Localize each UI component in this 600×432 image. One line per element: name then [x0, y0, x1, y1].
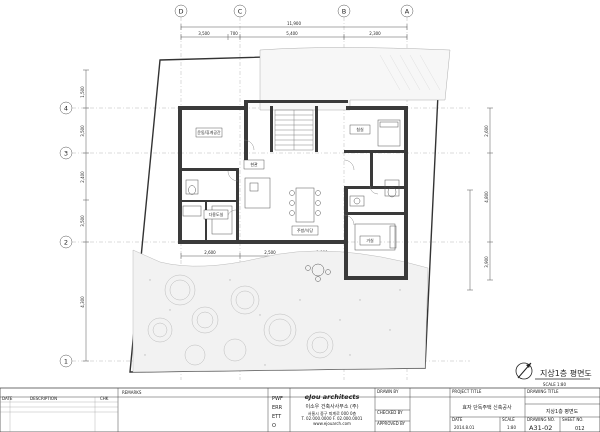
dimension-top-segments: 3,500 700 5,400 2,300	[180, 31, 408, 40]
room-tag-exercise: 운동/휴게공간	[195, 127, 223, 138]
remarks-label: REMARKS	[122, 390, 142, 395]
svg-text:C: C	[238, 8, 243, 16]
svg-text:현관: 현관	[250, 161, 258, 167]
svg-text:DRAWING NO.: DRAWING NO.	[527, 417, 555, 422]
svg-text:2: 2	[64, 239, 68, 247]
svg-text:DRAWING TITLE: DRAWING TITLE	[527, 389, 559, 394]
grid-row-3: 3	[59, 146, 470, 160]
svg-text:PROJECT TITLE: PROJECT TITLE	[452, 389, 482, 394]
room-tag-bedroom-upper: 침실	[349, 124, 371, 135]
svg-text:ERR: ERR	[272, 405, 283, 411]
room-tag-kitchen: 주방/식당	[291, 225, 319, 236]
firm-info: eJou architects 이소우 건축사사무소 (주) 서울시 중구 퇴계…	[301, 393, 363, 426]
title-block	[0, 387, 600, 432]
svg-text:APPROVED BY: APPROVED BY	[377, 421, 406, 426]
svg-text:012: 012	[575, 426, 585, 432]
dimension-right-segments: 2,600 4,800 3,900	[467, 107, 493, 291]
stair	[274, 109, 314, 151]
svg-text:4,300: 4,300	[80, 296, 85, 308]
svg-text:ETT: ETT	[272, 414, 282, 420]
svg-text:2,500: 2,500	[264, 250, 276, 255]
svg-text:거실: 거실	[366, 237, 374, 243]
approval-fields: DRAWN BY CHECKED BY APPROVED BY	[377, 389, 406, 426]
svg-text:2,400: 2,400	[80, 171, 85, 183]
drawing-info: DRAWING TITLE 지상1층 평면도 DRAWING NO. A31-0…	[527, 389, 585, 432]
room-tag-living: 거실	[359, 235, 381, 246]
svg-text:주방/식당: 주방/식당	[297, 227, 313, 233]
svg-text:11,900: 11,900	[287, 21, 301, 26]
svg-text:침실: 침실	[356, 126, 364, 132]
svg-text:2,300: 2,300	[369, 31, 381, 36]
svg-text:PWF: PWF	[272, 396, 283, 402]
svg-text:A: A	[405, 8, 410, 16]
drawing-title: 지상1층 평면도	[540, 368, 592, 378]
svg-text:SHEET NO.: SHEET NO.	[562, 417, 584, 422]
svg-text:2014.8.01: 2014.8.01	[454, 425, 475, 430]
svg-text:4: 4	[64, 105, 68, 113]
svg-text:지상1층 평면도: 지상1층 평면도	[546, 408, 579, 415]
landscape-area	[132, 249, 429, 373]
upper-deck	[259, 47, 451, 111]
svg-text:1,500: 1,500	[80, 86, 85, 98]
room-tag-entrance: 현관	[243, 159, 265, 170]
project-info: PROJECT TITLE 효자 단독주택 신축공사 DATE 2014.8.0…	[452, 389, 516, 430]
svg-text:CHECKED BY: CHECKED BY	[377, 410, 403, 415]
room-tag-utility: 다용도실	[203, 209, 229, 220]
svg-text:700: 700	[230, 31, 238, 36]
svg-text:3: 3	[64, 150, 68, 158]
svg-text:T. 02.000.0000 F. 02.000.0001: T. 02.000.0000 F. 02.000.0001	[301, 416, 363, 421]
svg-text:www.ejouarch.com: www.ejouarch.com	[313, 421, 351, 426]
svg-text:운동/휴게공간: 운동/휴게공간	[197, 129, 221, 135]
svg-text:A31-02: A31-02	[529, 424, 552, 432]
svg-text:3,900: 3,900	[484, 256, 489, 268]
furniture	[182, 119, 401, 282]
svg-text:1: 1	[64, 358, 68, 366]
svg-text:이소우 건축사사무소 (주): 이소우 건축사사무소 (주)	[305, 403, 358, 410]
svg-text:B: B	[342, 8, 346, 16]
svg-text:효자 단독주택 신축공사: 효자 단독주택 신축공사	[462, 404, 512, 411]
stamp-text: PWF ERR ETT O	[272, 396, 283, 429]
svg-text:O: O	[272, 423, 276, 429]
grid-column-c: C	[233, 4, 247, 380]
svg-text:3,500: 3,500	[80, 125, 85, 137]
svg-text:SCALE: SCALE	[502, 417, 515, 422]
svg-text:2,600: 2,600	[484, 125, 489, 137]
svg-text:다용도실: 다용도실	[209, 211, 224, 217]
building-walls	[178, 100, 408, 280]
dimension-top-overall: 11,900	[180, 21, 408, 30]
svg-text:서울시 중구 퇴계로 000 0층: 서울시 중구 퇴계로 000 0층	[308, 410, 357, 416]
svg-text:DATE: DATE	[452, 417, 463, 422]
svg-text:3,500: 3,500	[198, 31, 210, 36]
svg-text:1:80: 1:80	[507, 425, 516, 430]
svg-text:eJou architects: eJou architects	[305, 393, 360, 401]
drawing-scale: SCALE 1:80	[543, 382, 567, 387]
svg-text:CHK: CHK	[100, 396, 109, 401]
svg-text:4,800: 4,800	[484, 191, 489, 203]
svg-text:5,400: 5,400	[286, 31, 298, 36]
svg-text:2,600: 2,600	[204, 250, 216, 255]
dimension-left-segments: 1,500 3,500 2,400 3,500 4,300	[80, 69, 89, 362]
north-arrow-icon	[515, 362, 533, 380]
svg-text:DATE: DATE	[2, 396, 13, 401]
revision-header: DATE DESCRIPTION CHK	[2, 396, 109, 401]
svg-text:D: D	[178, 8, 183, 16]
svg-text:DRAWN BY: DRAWN BY	[377, 389, 399, 394]
svg-text:DESCRIPTION: DESCRIPTION	[30, 396, 57, 401]
svg-text:3,500: 3,500	[80, 215, 85, 227]
